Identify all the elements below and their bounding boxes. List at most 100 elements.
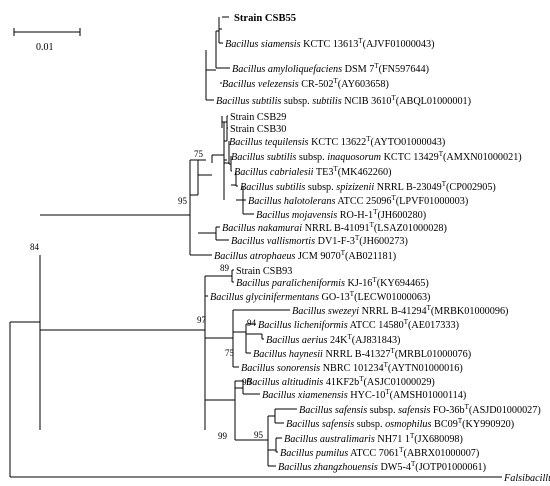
- leaf-label-part: KCTC 13622: [309, 137, 367, 148]
- leaf-label-part: (AB021181): [345, 251, 396, 262]
- leaf-label-part: T: [373, 208, 378, 216]
- leaf-label-spizizenii: Bacillus subtilis subsp. spizizenii NRRL…: [240, 180, 496, 193]
- leaf-label-vallismortis: Bacillus vallismortis DV1-F-3T(JH600273): [231, 234, 408, 247]
- leaf-label-part: T: [384, 361, 389, 369]
- leaf-label-australimaris: Bacillus australimaris NH71 1T(JX680098): [284, 432, 463, 445]
- leaf-label-part: T: [390, 347, 395, 355]
- leaf-label-safensis: Bacillus safensis subsp. safensis FO-36b…: [299, 403, 541, 416]
- leaf-label-part: subsp.: [354, 419, 385, 430]
- bootstrap-bs75a: 75: [194, 149, 204, 159]
- leaf-label-xiamenensis: Bacillus xiamenensis HYC-10T(AMSH0100011…: [262, 388, 466, 401]
- leaf-label-part: Bacillus nakamurai: [222, 223, 302, 234]
- leaf-label-part: Falsibacillus albus: [503, 473, 550, 484]
- leaf-label-part: T: [358, 37, 363, 45]
- scale-bar: 0.01: [13, 28, 81, 53]
- leaf-label-part: T: [333, 77, 338, 85]
- leaf-label-part: T: [372, 276, 377, 284]
- leaf-label-part: T: [370, 221, 375, 229]
- leaf-label-part: (AMSH01000114): [390, 390, 467, 401]
- leaf-label-csb29: Strain CSB29: [230, 112, 286, 123]
- leaf-label-part: (ASJC01000029): [364, 377, 435, 388]
- leaf-label-part: (AYTN01000016): [388, 363, 463, 374]
- leaf-label-part: subsp.: [296, 152, 327, 163]
- leaf-label-zhangzhouensis: Bacillus zhangzhouensis DW5-4T(JOTP01000…: [278, 460, 486, 473]
- leaf-label-part: (AJ831843): [352, 335, 401, 346]
- leaf-label-falsibacillus: Falsibacillus albus GY 10110T(MH135316): [503, 471, 550, 484]
- leaf-label-part: Bacillus atrophaeus: [214, 251, 295, 262]
- leaf-label-part: spizizenii: [336, 182, 374, 193]
- leaf-label-part: safensis: [398, 405, 430, 416]
- leaf-label-part: (MK462260): [338, 167, 392, 178]
- leaf-label-glycinifermentans: Bacillus glycinifermentans GO-13T(LECW01…: [210, 290, 430, 303]
- leaf-label-part: NRRL B-41327: [323, 349, 391, 360]
- leaf-label-part: inaquosorum: [327, 152, 381, 163]
- leaf-label-part: T: [348, 333, 353, 341]
- leaf-label-part: Bacillus subtilis: [240, 182, 305, 193]
- leaf-label-part: Strain CSB93: [236, 266, 292, 277]
- scale-bar-label: 0.01: [36, 42, 54, 53]
- bootstrap-bs90: 90: [242, 377, 252, 387]
- leaf-label-part: (MRBK01000096): [431, 306, 509, 317]
- leaf-label-part: Bacillus velezensis: [222, 79, 299, 90]
- leaf-label-tequilensis: Bacillus tequilensis KCTC 13622T(AYTO010…: [229, 135, 445, 148]
- leaf-label-paralicheniformis: Bacillus paralicheniformis KJ-16T(KY6944…: [236, 276, 429, 289]
- leaf-label-halotolerans: Bacillus halotolerans ATCC 25096T(LPVF01…: [248, 194, 468, 207]
- leaf-label-part: FO-36b: [430, 405, 464, 416]
- leaf-label-part: T: [465, 403, 470, 411]
- leaf-label-part: (AJVF01000043): [363, 39, 435, 50]
- leaf-label-part: JCM 9070: [295, 251, 340, 262]
- leaf-label-cabrialesii: Bacillus cabrialesii TE3T(MK462260): [234, 165, 391, 178]
- leaf-label-part: Bacillus paralicheniformis: [236, 278, 345, 289]
- leaf-label-mojavensis: Bacillus mojavensis RO-H-1T(JH600280): [256, 208, 426, 221]
- leaf-label-part: Bacillus vallismortis: [231, 236, 315, 247]
- leaf-label-part: subsp.: [367, 405, 398, 416]
- leaf-label-haynesii: Bacillus haynesii NRRL B-41327T(MRBL0100…: [253, 347, 471, 360]
- leaf-label-part: DV1-F-3: [315, 236, 355, 247]
- leaf-label-part: ATCC 7061: [348, 448, 399, 459]
- leaf-label-part: HYC-10: [348, 390, 386, 401]
- leaf-label-part: T: [355, 234, 360, 242]
- leaf-label-part: KCTC 13613: [301, 39, 359, 50]
- leaf-label-csb55: Strain CSB55: [234, 13, 296, 24]
- leaf-label-part: Bacillus subtilis: [216, 96, 281, 107]
- leaf-label-part: T: [410, 432, 415, 440]
- leaf-label-sonorensis: Bacillus sonorensis NBRC 101234T(AYTN010…: [241, 361, 463, 374]
- leaf-label-velezensis: Bacillus velezensis CR-502T(AY603658): [222, 77, 389, 90]
- leaf-label-part: (JX680098): [414, 434, 463, 445]
- leaf-label-part: Bacillus australimaris: [284, 434, 375, 445]
- leaf-label-part: subtilis: [312, 96, 341, 107]
- leaf-label-part: T: [439, 150, 444, 158]
- leaf-label-part: (ABQL01000001): [396, 96, 471, 107]
- leaf-label-part: Bacillus halotolerans: [248, 196, 335, 207]
- bootstrap-bs75b: 75: [225, 348, 235, 358]
- leaf-label-part: (MRBL01000076): [395, 349, 471, 360]
- leaf-label-part: DSM 7: [342, 64, 374, 75]
- leaf-label-part: ATCC 14580: [348, 320, 404, 331]
- leaf-label-part: Bacillus sonorensis: [241, 363, 320, 374]
- leaf-label-part: 24K: [327, 335, 348, 346]
- leaf-label-pumilus: Bacillus pumilus ATCC 7061T(ABRX01000007…: [280, 446, 479, 459]
- leaf-label-part: T: [333, 165, 338, 173]
- leaf-label-part: KCTC 13429: [381, 152, 439, 163]
- leaf-label-part: CR-502: [299, 79, 334, 90]
- leaf-label-part: BC09: [431, 419, 457, 430]
- leaf-label-inaquosorum: Bacillus subtilis subsp. inaquosorum KCT…: [231, 150, 522, 163]
- leaf-label-part: GO-13: [319, 292, 350, 303]
- leaf-label-part: (ASJD01000027): [469, 405, 541, 416]
- leaf-label-part: Bacillus cabrialesii: [234, 167, 314, 178]
- leaf-label-part: NCIB 3610: [342, 96, 392, 107]
- leaf-label-part: (JH600280): [377, 210, 426, 221]
- leaf-label-part: (JH600273): [359, 236, 408, 247]
- bootstrap-bs95b: 95: [254, 430, 264, 440]
- leaf-label-part: Strain CSB55: [234, 13, 296, 24]
- leaf-label-part: TE3: [314, 167, 334, 178]
- leaf-label-licheniformis: Bacillus licheniformis ATCC 14580T(AE017…: [258, 318, 459, 331]
- leaf-label-part: Strain CSB29: [230, 112, 286, 123]
- leaf-label-part: Bacillus xiamenensis: [262, 390, 348, 401]
- leaf-label-part: Bacillus swezeyi: [292, 306, 359, 317]
- leaf-label-part: (FN597644): [379, 64, 429, 75]
- leaf-label-part: (CP002905): [446, 182, 496, 193]
- leaf-label-subtilis: Bacillus subtilis subsp. subtilis NCIB 3…: [216, 94, 471, 107]
